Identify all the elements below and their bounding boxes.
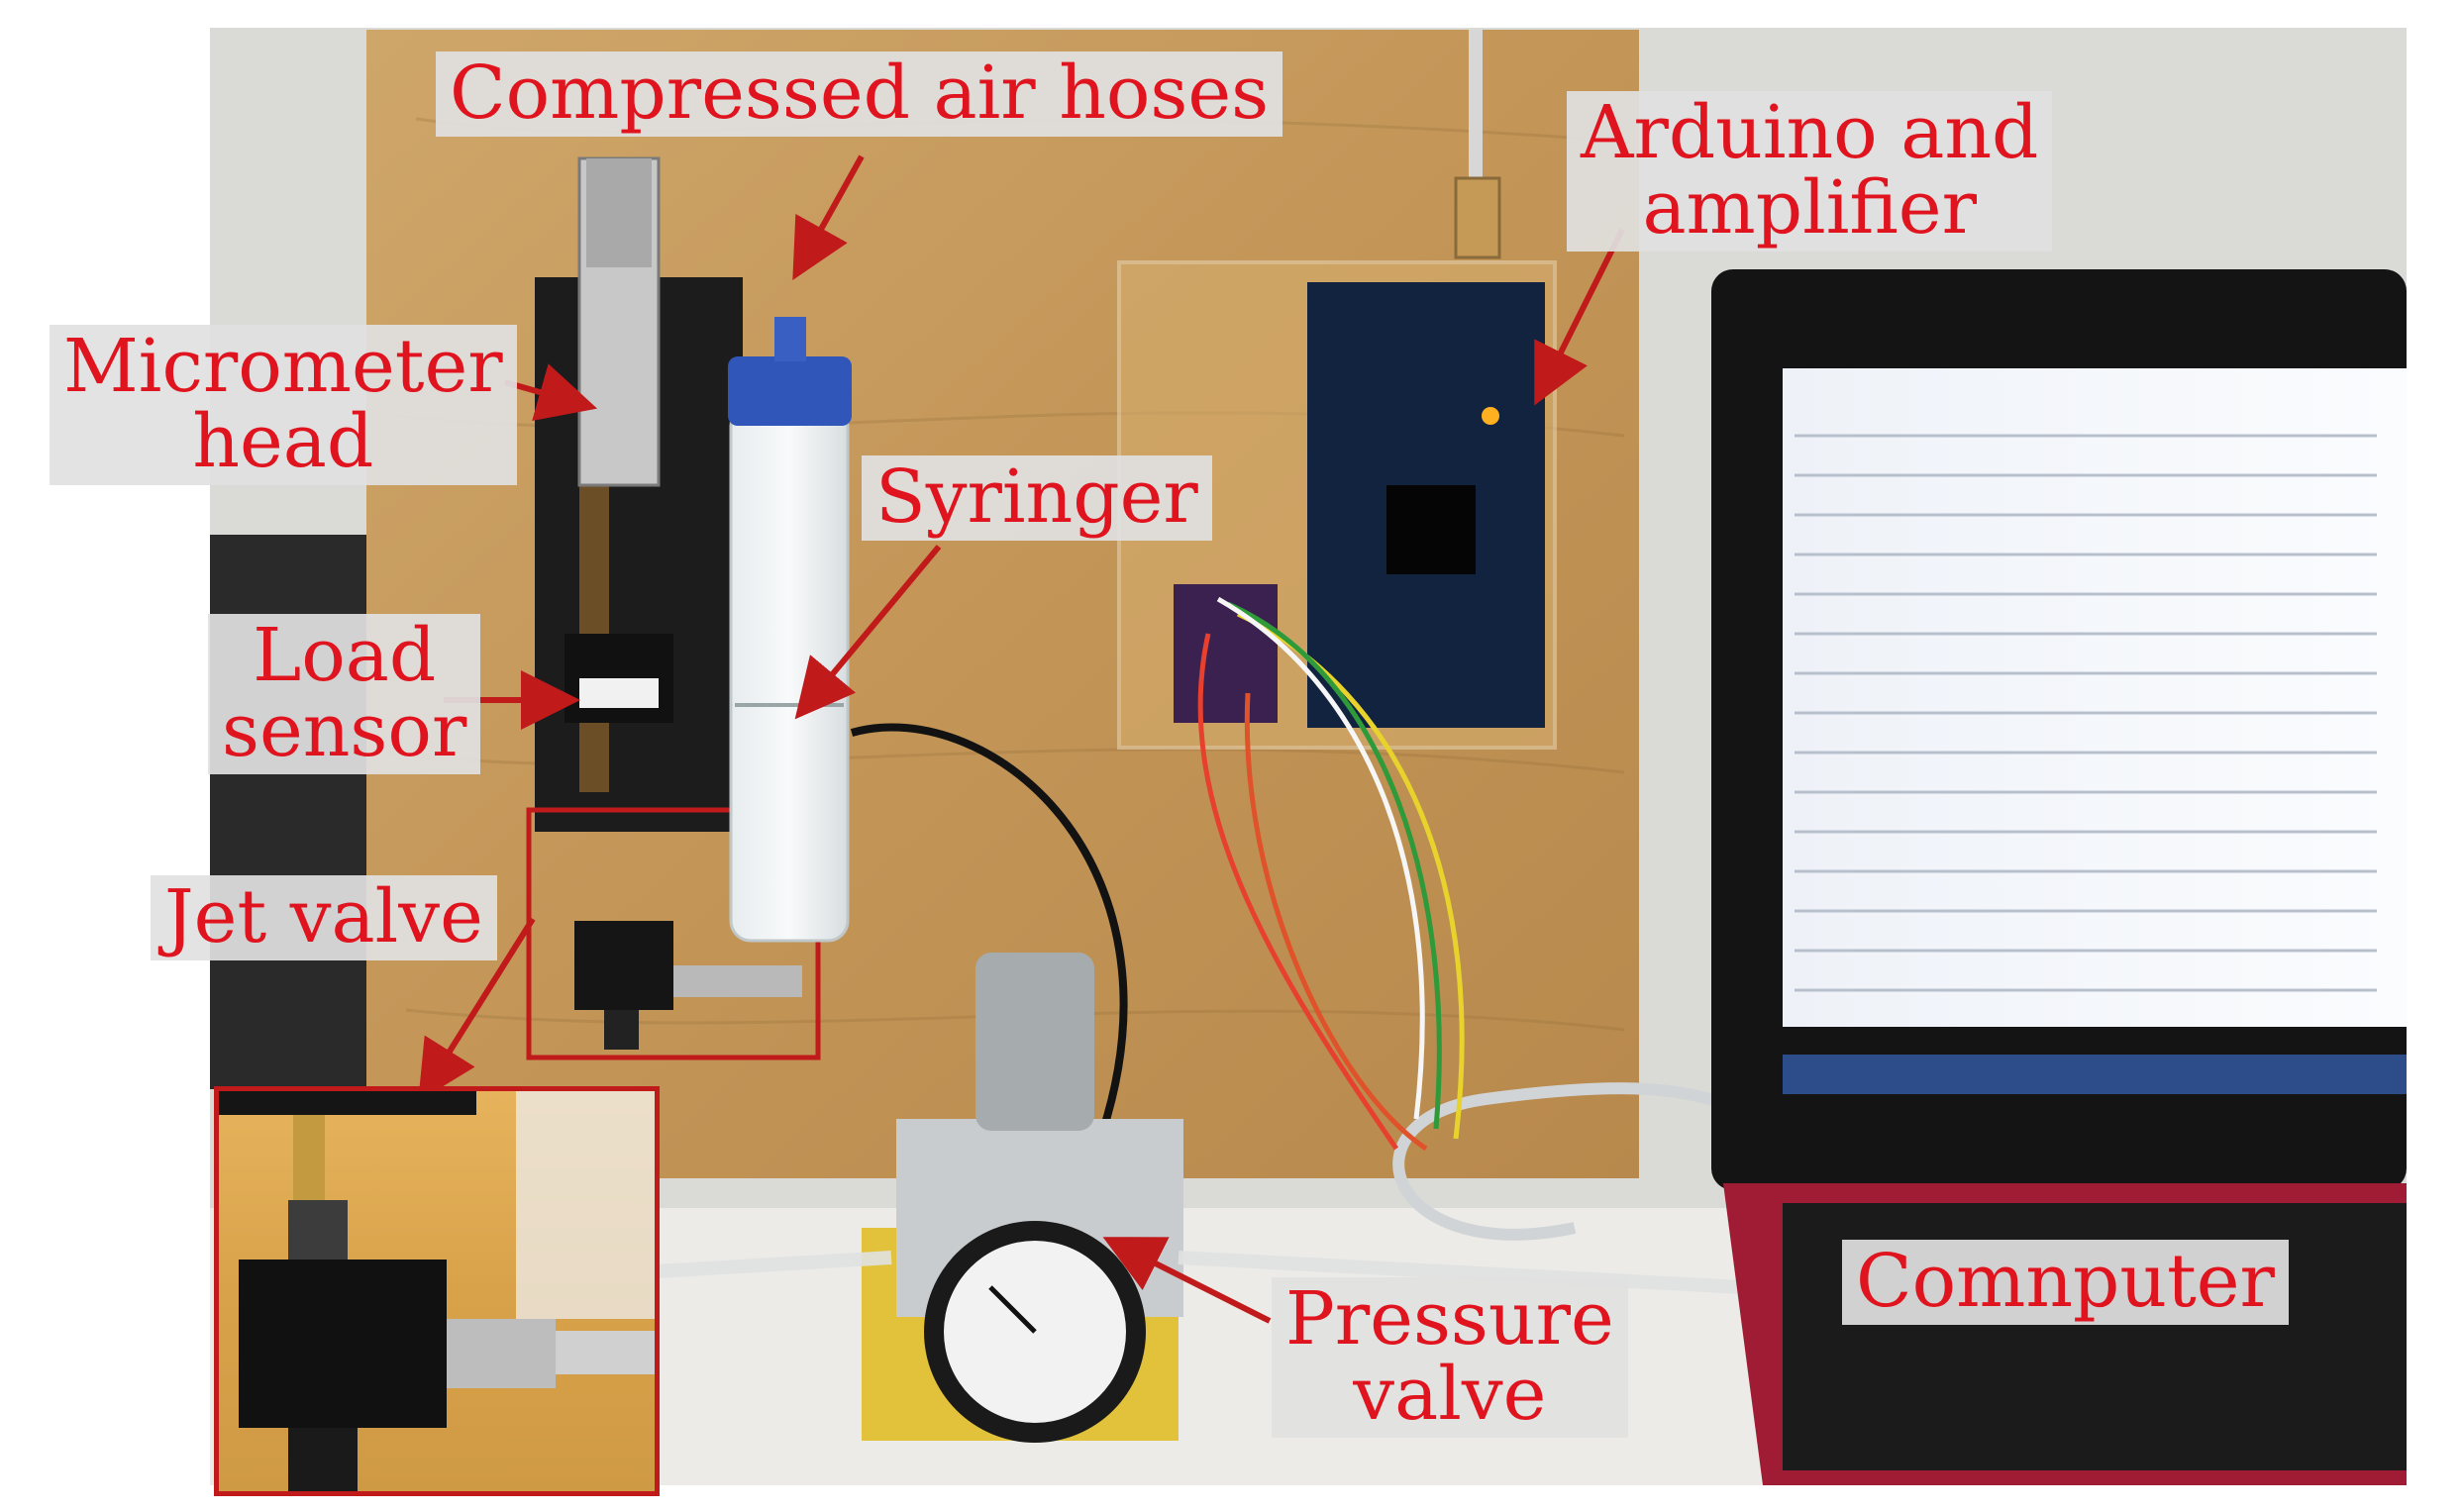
black-cable xyxy=(850,723,1128,1170)
arrow-pressure-valve xyxy=(1102,1237,1272,1324)
laptop-screen xyxy=(1783,368,2407,1027)
label-arduino-amplifier: Arduino and amplifier xyxy=(1567,90,2053,252)
pressure-gauge-needle xyxy=(988,1285,1037,1334)
laptop-taskbar xyxy=(1783,1055,2407,1094)
syringe-blue-cap xyxy=(728,356,852,426)
arrow-syringer xyxy=(794,545,942,720)
label-compressed-air-hoses: Compressed air hoses xyxy=(436,51,1283,137)
jet-valve-body xyxy=(574,921,673,1010)
usb-plug xyxy=(1454,176,1501,259)
annotation-arrows xyxy=(418,154,1625,1324)
label-load-line2: sensor xyxy=(222,688,467,773)
arrow-arduino xyxy=(1534,228,1625,406)
jet-valve-fitting xyxy=(673,965,802,997)
label-micrometer-head: Micrometer head xyxy=(50,325,517,485)
arrow-jet-valve xyxy=(418,917,536,1102)
label-load-sensor: Load sensor xyxy=(208,613,481,774)
load-sensor-label xyxy=(579,678,659,708)
label-micrometer-line1: Micrometer xyxy=(63,324,503,409)
label-pressure-valve: Pressure valve xyxy=(1272,1277,1628,1438)
regulator-knob xyxy=(975,953,1094,1131)
label-micrometer-line2: head xyxy=(192,399,374,484)
amplifier-board xyxy=(1174,584,1278,723)
arduino-chip xyxy=(1386,485,1476,574)
label-pressure-line2: valve xyxy=(1353,1352,1547,1437)
label-load-line1: Load xyxy=(253,613,437,698)
jumper-wires xyxy=(1197,596,1465,1152)
arduino-led xyxy=(1482,407,1499,425)
arrow-compressed-air xyxy=(792,154,865,280)
screen-data-rows xyxy=(1795,434,2377,992)
label-arduino-line1: Arduino and xyxy=(1581,90,2039,175)
label-pressure-line1: Pressure xyxy=(1285,1276,1614,1361)
zoom-inset-drawing xyxy=(219,1091,655,1491)
label-arduino-line2: amplifier xyxy=(1642,165,1977,251)
micrometer-thimble xyxy=(586,158,652,267)
label-jet-valve: Jet valve xyxy=(151,875,497,960)
label-syringer: Syringer xyxy=(862,455,1212,541)
jet-valve-zoom-inset xyxy=(214,1086,660,1496)
jet-valve-nozzle xyxy=(604,1010,639,1050)
syringe-top-fitting xyxy=(774,317,806,361)
usb-cable-bottom xyxy=(1392,1082,1745,1241)
label-computer: Comnputer xyxy=(1842,1240,2289,1325)
